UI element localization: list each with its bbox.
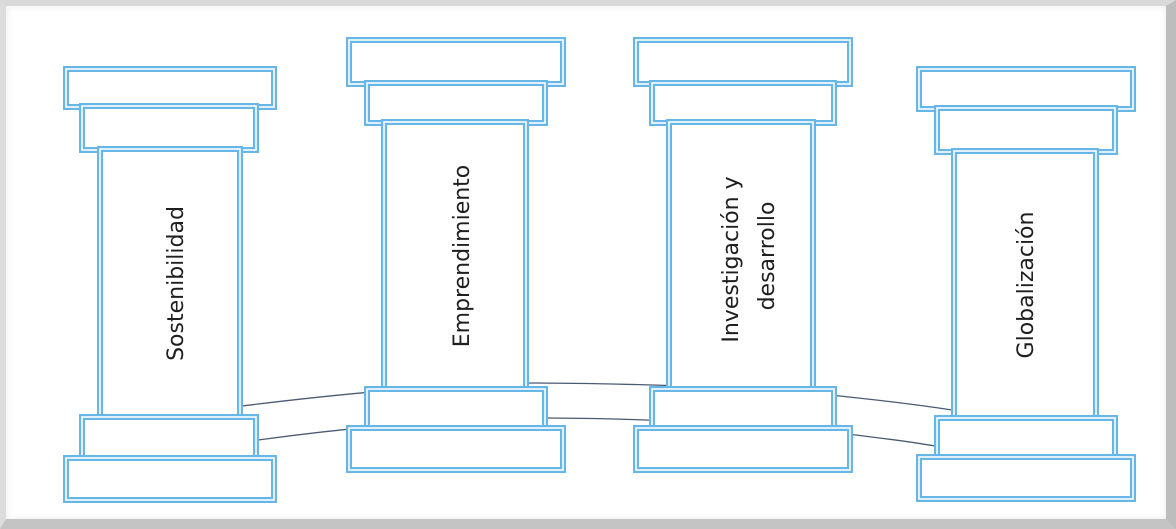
pillar-4: Globalización: [916, 66, 1136, 502]
pillar-block: [934, 415, 1118, 461]
pillar-block: [63, 455, 277, 503]
pillar-label-emprendimiento: Emprendimiento: [450, 165, 475, 348]
pillar-label-investigacion: Investigación y desarrollo: [719, 169, 780, 342]
pillar-block: [633, 37, 853, 87]
pillar-block: [934, 105, 1118, 155]
pillar-block: [79, 414, 259, 462]
pillar-block: [649, 386, 837, 432]
pillar-block-inner-line: [918, 456, 1134, 500]
pillar-block: [649, 80, 837, 126]
pillar-block: [916, 66, 1136, 112]
pillar-block: [346, 37, 566, 87]
pillar-3: Investigación y desarrollo: [633, 37, 853, 473]
pillar-block: [916, 454, 1136, 502]
pillar-block: [364, 80, 548, 126]
connector-upper: [241, 382, 953, 411]
pillar-block-inner-line: [65, 457, 275, 501]
pillar-block-inner-line: [635, 427, 851, 471]
pillar-1: Sostenibilidad: [63, 66, 277, 503]
pillar-block: [633, 425, 853, 473]
pillar-block-inner-line: [348, 427, 564, 471]
pillar-label-globalizacion: Globalización: [1014, 212, 1039, 359]
pillar-block: [79, 103, 259, 153]
pillar-label-sostenibilidad: Sostenibilidad: [164, 206, 189, 361]
pillar-block: [346, 425, 566, 473]
pillar-2: Emprendimiento: [346, 37, 566, 473]
pillar-block: [63, 66, 277, 110]
pillar-block: [364, 386, 548, 432]
